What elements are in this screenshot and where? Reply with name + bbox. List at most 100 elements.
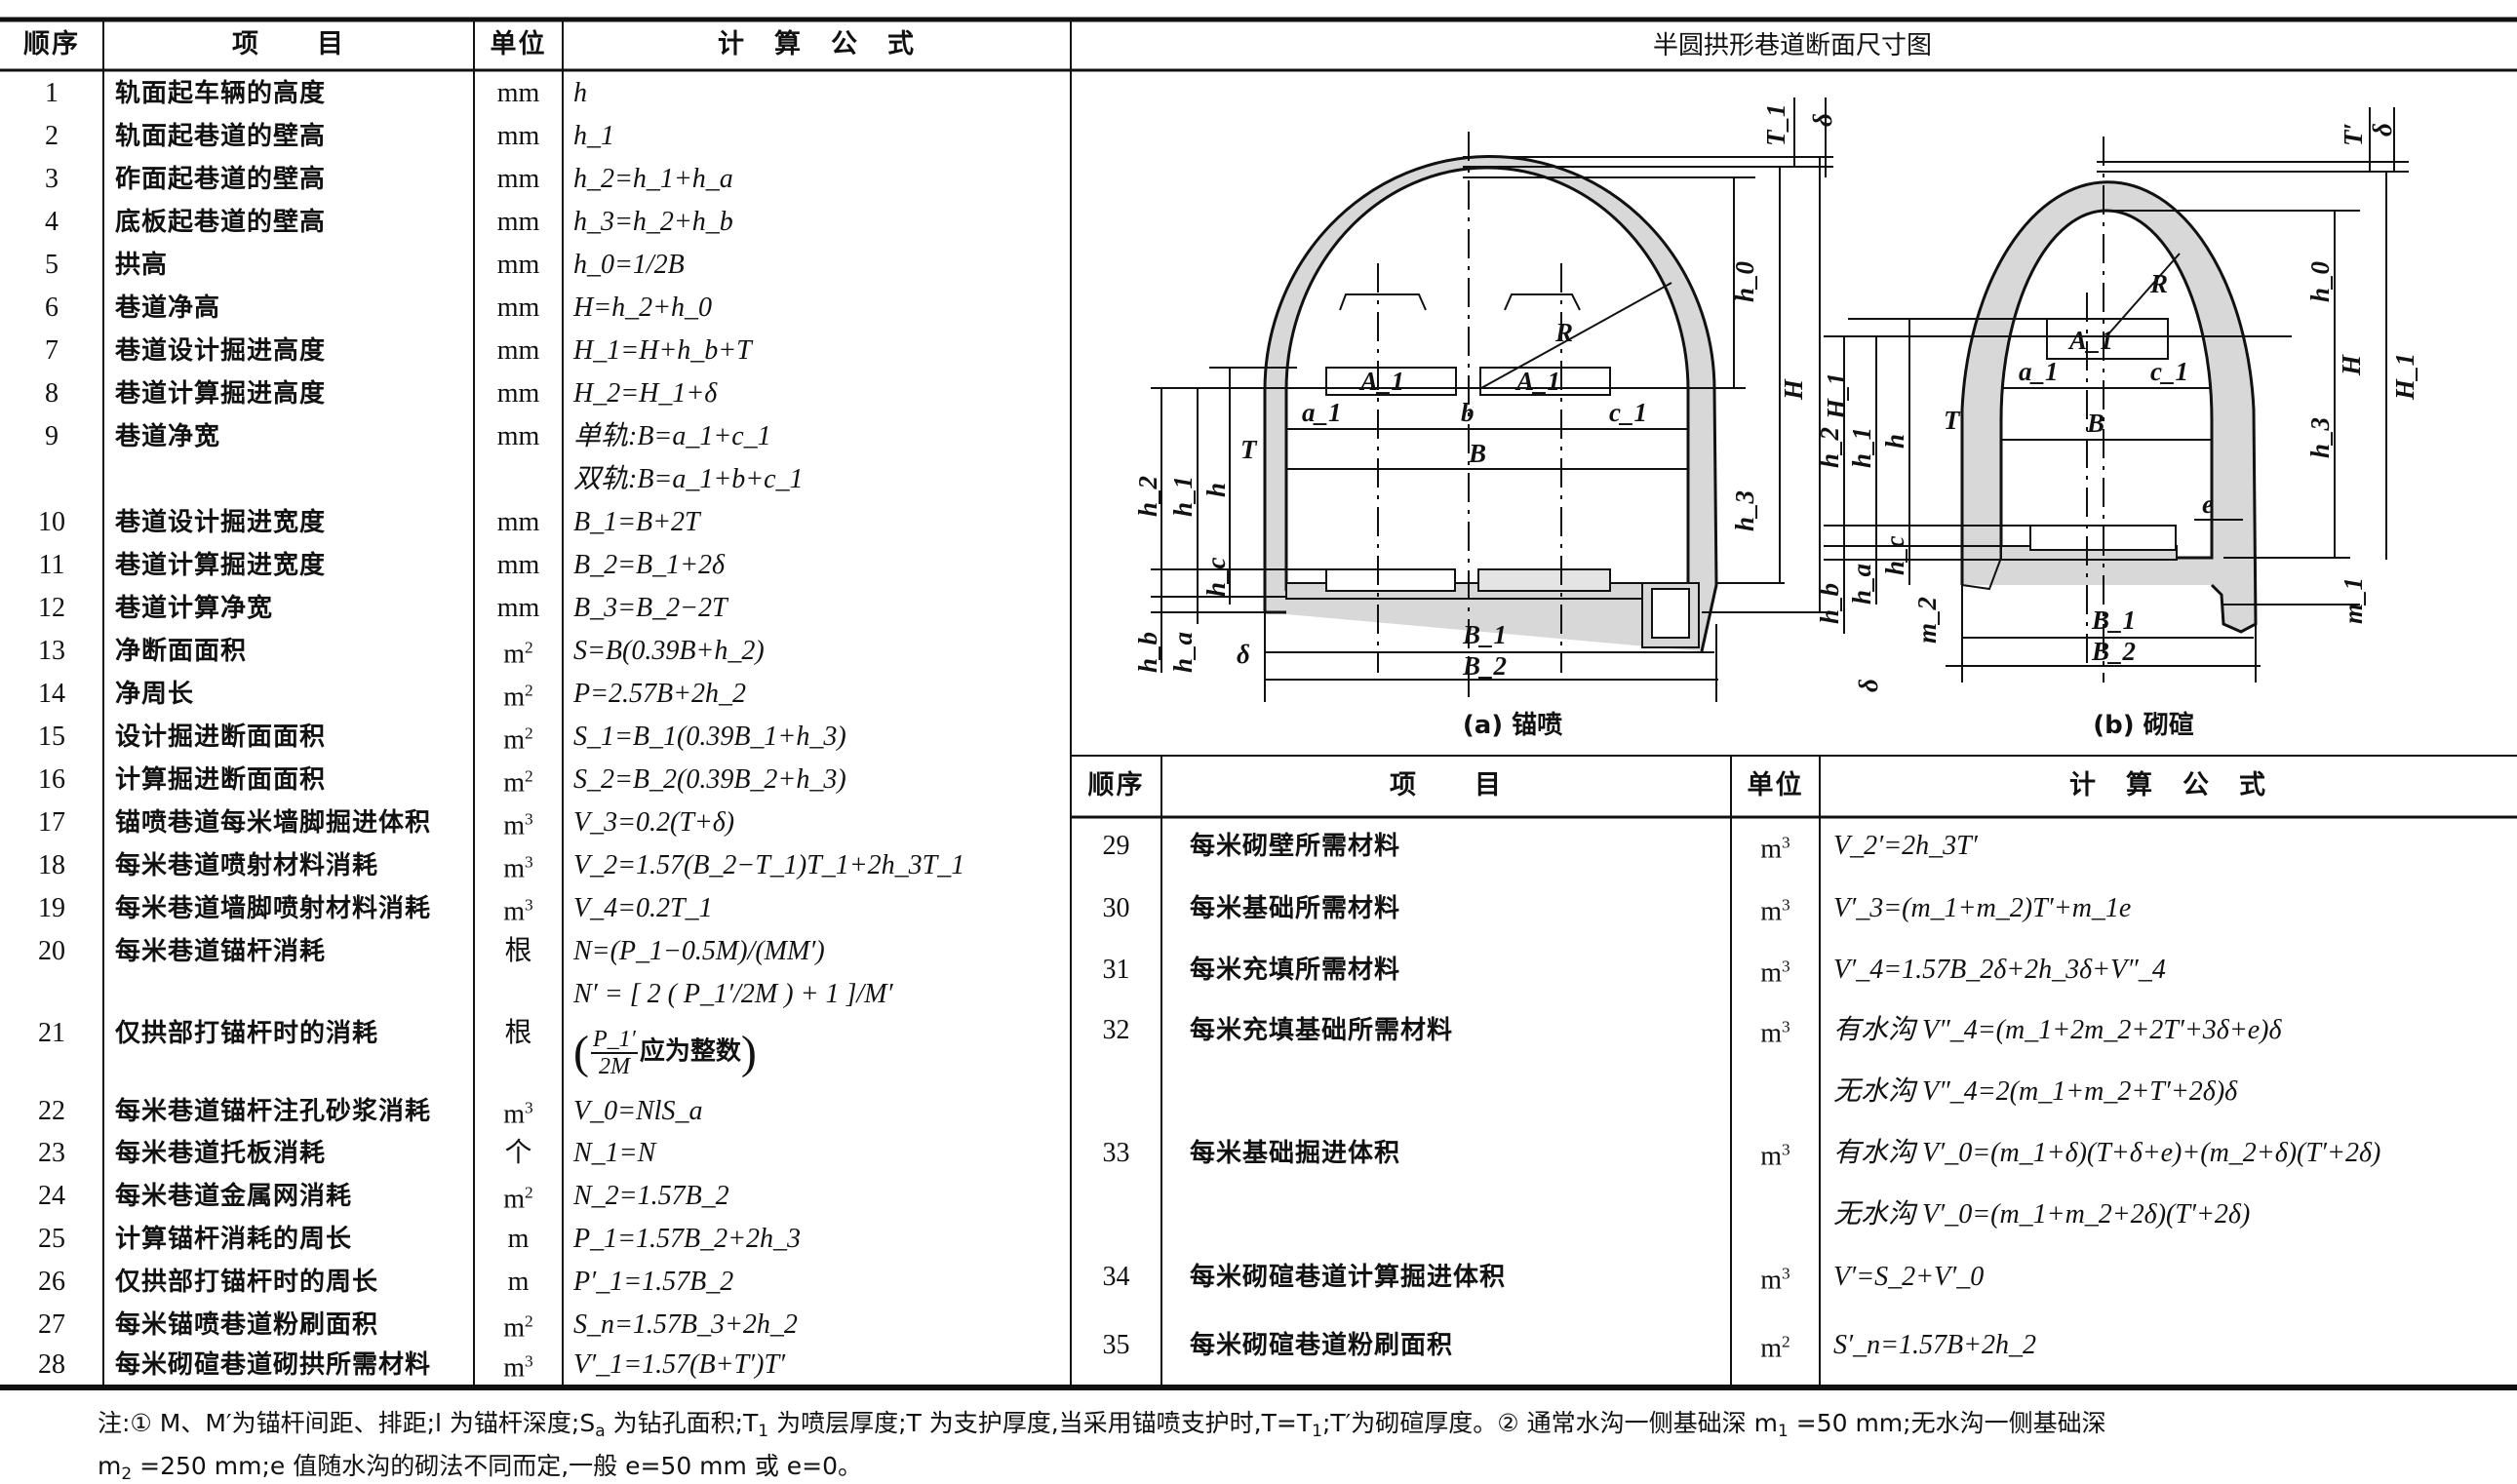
- label-delta-bottom: δ: [1237, 640, 1250, 669]
- diagram-a-shotcrete-section: [1151, 98, 1833, 702]
- label-h0: h_0: [1730, 260, 1759, 302]
- row-seq: 31: [1102, 955, 1130, 985]
- row-unit: m3: [1760, 1017, 1790, 1049]
- label-a1: a_1: [1302, 398, 1342, 427]
- label-R: R: [2149, 269, 2168, 298]
- row-item: 设计掘进断面面积: [115, 722, 327, 752]
- fraction-note: 应为整数: [639, 1036, 741, 1067]
- row-unit: m3: [503, 1351, 533, 1384]
- row-item: 巷道净宽: [115, 422, 221, 451]
- row-unit: m2: [503, 638, 533, 670]
- row-item: 每米巷道金属网消耗: [115, 1182, 353, 1211]
- row-seq: 32: [1102, 1015, 1130, 1045]
- row-formula: N′ = [ 2 ( P_1′/2M ) + 1 ]/M′: [573, 979, 893, 1009]
- row-seq: 19: [38, 893, 65, 923]
- row-item: 每米基础所需材料: [1190, 894, 1401, 923]
- row-seq: 2: [45, 121, 59, 151]
- row-formula: 有水沟 V″_4=(m_1+2m_2+2T′+3δ+e)δ: [1833, 1015, 2282, 1045]
- row-seq: 26: [38, 1267, 65, 1297]
- row-seq: 14: [38, 679, 65, 709]
- right-header-unit: 单位: [1747, 770, 1804, 801]
- row-formula: V′_3=(m_1+m_2)T′+m_1e: [1833, 893, 2132, 923]
- label-ha: h_a: [1847, 564, 1876, 605]
- row-formula: N_1=N: [573, 1138, 656, 1168]
- row-seq: 21: [38, 1018, 65, 1048]
- label-a1: a_1: [2019, 357, 2059, 386]
- row-unit: mm: [496, 421, 540, 451]
- row-unit: mm: [496, 121, 540, 151]
- row-seq: 33: [1102, 1138, 1130, 1168]
- row-item: 拱高: [115, 251, 169, 280]
- row-unit: m3: [1760, 833, 1790, 865]
- label-delta-bottom: δ: [1854, 679, 1883, 692]
- left-header-unit: 单位: [490, 29, 547, 59]
- label-H: H: [2337, 354, 2366, 376]
- label-h2: h_2: [1133, 476, 1162, 517]
- row-seq: 4: [45, 207, 59, 237]
- label-h: h: [1880, 434, 1909, 449]
- row-formula: P=2.57B+2h_2: [573, 679, 746, 709]
- row-unit: mm: [496, 207, 540, 237]
- label-H1: H_1: [1822, 372, 1851, 420]
- row-item: 巷道计算净宽: [115, 594, 274, 623]
- row-seq: 23: [38, 1138, 65, 1168]
- row-formula: N=(P_1−0.5M)/(MM′): [573, 936, 825, 966]
- label-B: B: [1468, 439, 1486, 468]
- row-formula: B_3=B_2−2T: [573, 593, 728, 623]
- left-header-item: 项 目: [232, 29, 345, 59]
- row-unit: m: [507, 1224, 530, 1254]
- row-formula: 有水沟 V′_0=(m_1+δ)(T+δ+e)+(m_2+δ)(T′+2δ): [1833, 1138, 2381, 1168]
- row-item: 每米砌碹巷道砌拱所需材料: [115, 1350, 432, 1380]
- row-formula: S_1=B_1(0.39B_1+h_3): [573, 722, 846, 752]
- row-unit: m3: [503, 1098, 533, 1130]
- label-e: e: [2202, 489, 2214, 519]
- row-formula: H_2=H_1+δ: [573, 378, 718, 409]
- row-item: 仅拱部打锚杆时的消耗: [115, 1019, 379, 1048]
- row-item: 巷道净高: [115, 293, 221, 323]
- row-unit: m3: [503, 852, 533, 884]
- row-item: 每米巷道墙脚喷射材料消耗: [115, 894, 432, 923]
- row-unit: 个: [504, 1138, 532, 1168]
- paren: ): [740, 1027, 757, 1078]
- row-formula: h: [573, 78, 587, 108]
- label-c1: c_1: [2150, 357, 2188, 386]
- row-item: 每米充填所需材料: [1190, 956, 1401, 985]
- row-formula: V_2=1.57(B_2−T_1)T_1+2h_3T_1: [573, 850, 965, 880]
- label-hb: h_b: [1815, 583, 1844, 624]
- row-formula: 无水沟 V″_4=2(m_1+m_2+T′+2δ)δ: [1833, 1076, 2238, 1107]
- diagram-b-labels: T′ δ h_0 H H_1 h_3 R A_1 a_1 c_1 B T h_2…: [1815, 123, 2419, 740]
- row-unit: mm: [496, 250, 540, 280]
- row-formula: V_3=0.2(T+δ): [573, 807, 735, 838]
- row-formula: B_1=B+2T: [573, 507, 700, 537]
- label-c1: c_1: [1609, 398, 1647, 427]
- row-formula: h_3=h_2+h_b: [573, 207, 733, 237]
- row-unit: m2: [503, 766, 533, 799]
- caption-b: (b) 砌碹: [2093, 710, 2193, 740]
- footnote-line-2: m2 =250 mm;e 值随水沟的砌法不同而定,一般 e=50 mm 或 e=…: [98, 1452, 863, 1484]
- label-delta: δ: [2368, 123, 2397, 137]
- row-seq: 17: [38, 807, 65, 838]
- row-seq: 25: [38, 1224, 65, 1254]
- fraction: P_1′2M: [590, 1027, 638, 1079]
- label-h2: h_2: [1815, 427, 1844, 468]
- label-h0: h_0: [2305, 260, 2335, 302]
- row-item: 每米巷道喷射材料消耗: [115, 851, 379, 880]
- row-item: 每米基础掘进体积: [1190, 1139, 1401, 1168]
- label-h3: h_3: [1730, 490, 1759, 531]
- row-item: 轨面起车辆的高度: [115, 79, 327, 108]
- row-formula: h_2=h_1+h_a: [573, 164, 733, 194]
- row-formula: S_n=1.57B_3+2h_2: [573, 1309, 798, 1340]
- row-formula: H_1=H+h_b+T: [573, 335, 752, 366]
- row-seq: 11: [38, 550, 65, 580]
- label-m1: m_1: [2339, 577, 2368, 624]
- label-B: B: [2086, 409, 2104, 438]
- row-seq: 6: [45, 293, 59, 323]
- label-h1: h_1: [1168, 476, 1198, 517]
- right-header-formula: 计 算 公 式: [2069, 770, 2267, 801]
- row-formula: V_0=NlS_a: [573, 1096, 703, 1126]
- row-unit: m2: [503, 1183, 533, 1215]
- row-unit: m2: [503, 723, 533, 756]
- row-item: 砟面起巷道的壁高: [115, 165, 327, 194]
- row-seq: 27: [38, 1309, 65, 1340]
